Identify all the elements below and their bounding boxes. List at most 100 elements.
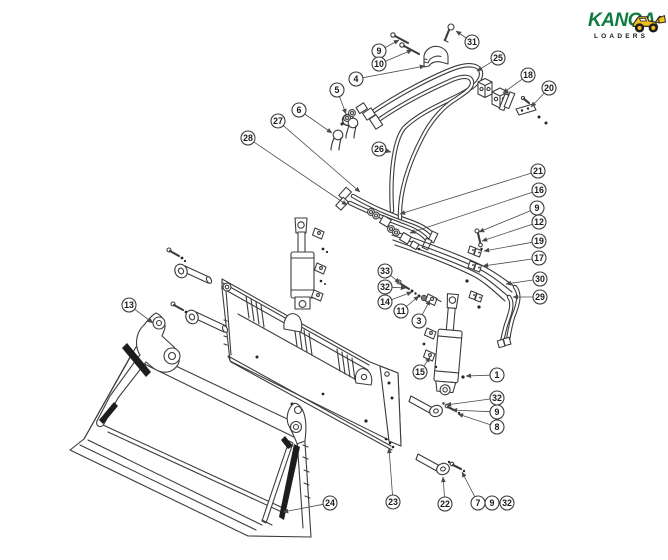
svg-text:13: 13 (124, 300, 134, 310)
kanga-logo: KANGA LOADERS (588, 10, 668, 40)
svg-text:4: 4 (354, 74, 359, 84)
svg-text:28: 28 (243, 133, 253, 143)
svg-text:11: 11 (396, 306, 405, 316)
callout-balloon-31: 31 (464, 34, 480, 50)
callout-balloon-33: 33 (377, 263, 393, 279)
hose-guard-bracket (423, 45, 449, 68)
leader-line (399, 172, 532, 215)
leader-line (476, 61, 493, 72)
callout-balloon-6: 6 (291, 102, 307, 118)
callout-balloon-1: 1 (489, 367, 505, 383)
callout-balloon-9: 9 (529, 200, 545, 216)
callout-balloon-28: 28 (240, 130, 256, 146)
leader-line (455, 30, 467, 39)
callout-balloon-20: 20 (541, 80, 557, 96)
svg-text:32: 32 (380, 282, 390, 292)
leader-line (505, 279, 534, 286)
callout-balloon-27: 27 (270, 113, 286, 129)
callout-balloon-10: 10 (371, 56, 387, 72)
svg-text:8: 8 (495, 422, 500, 432)
svg-text:18: 18 (523, 70, 533, 80)
leader-line (339, 96, 347, 115)
svg-text:23: 23 (388, 497, 398, 507)
leader-line (391, 291, 413, 300)
leader-line (283, 125, 361, 193)
callout-balloon-8: 8 (489, 419, 505, 435)
svg-text:27: 27 (273, 116, 283, 126)
svg-text:3: 3 (417, 316, 422, 326)
svg-text:9: 9 (535, 203, 540, 213)
leader-line (409, 191, 533, 234)
leader-line (362, 64, 426, 79)
svg-text:14: 14 (380, 297, 390, 307)
svg-text:16: 16 (534, 185, 544, 195)
leader-line (481, 223, 533, 242)
svg-text:32: 32 (502, 498, 512, 508)
svg-text:32: 32 (492, 393, 502, 403)
callout-balloon-9: 9 (489, 404, 505, 420)
cylinder-right (433, 293, 463, 396)
callout-balloon-17: 17 (531, 250, 547, 266)
hook-pin (443, 23, 455, 43)
svg-text:6: 6 (297, 105, 302, 115)
leader-line (445, 398, 491, 407)
leader-line (502, 78, 523, 94)
callout-balloon-9: 9 (371, 43, 387, 59)
svg-text:17: 17 (534, 253, 544, 263)
callout-balloon-11: 11 (393, 303, 409, 319)
callout-balloon-12: 12 (531, 214, 547, 230)
svg-text:30: 30 (535, 274, 545, 284)
svg-text:7: 7 (476, 498, 481, 508)
svg-text:29: 29 (535, 292, 545, 302)
leader-line (530, 92, 545, 108)
leader-line (384, 39, 400, 48)
callout-balloon-7: 7 (470, 495, 486, 511)
callout-balloon-29: 29 (532, 289, 548, 305)
callout-balloon-4: 4 (348, 71, 364, 87)
leader-line (457, 413, 491, 426)
svg-text:1: 1 (495, 370, 500, 380)
svg-text:9: 9 (495, 407, 500, 417)
clevis-pins-left (166, 247, 229, 333)
svg-text:10: 10 (374, 59, 384, 69)
leader-line (253, 141, 348, 206)
callout-balloon-21: 21 (530, 163, 546, 179)
callout-balloon-3: 3 (411, 313, 427, 329)
cylinder-left (290, 217, 329, 310)
bellcrank-left (96, 312, 181, 428)
svg-text:24: 24 (325, 498, 335, 508)
callout-balloon-23: 23 (385, 494, 401, 510)
backplate (221, 278, 402, 451)
svg-text:22: 22 (440, 499, 450, 509)
callout-balloon-9: 9 (484, 495, 500, 511)
svg-text:26: 26 (374, 144, 384, 154)
svg-text:33: 33 (380, 266, 390, 276)
callout-balloon-15: 15 (412, 364, 428, 380)
leader-line (390, 275, 401, 284)
callout-balloon-25: 25 (490, 50, 506, 66)
svg-text:15: 15 (415, 367, 425, 377)
svg-text:9: 9 (377, 46, 382, 56)
svg-text:21: 21 (533, 166, 543, 176)
callout-balloon-32: 32 (377, 279, 393, 295)
leader-line (451, 407, 491, 413)
svg-text:25: 25 (493, 53, 503, 63)
leader-line (391, 285, 407, 291)
callout-balloon-32: 32 (489, 390, 505, 406)
svg-text:12: 12 (534, 217, 544, 227)
loader-vehicle-icon (632, 15, 666, 33)
leader-line (465, 373, 491, 379)
leader-line (385, 49, 413, 62)
callout-balloon-19: 19 (531, 233, 547, 249)
leader-line (304, 113, 333, 134)
p-clips (330, 117, 359, 151)
cylinder-right-fittings (422, 327, 465, 379)
leader-line (406, 295, 420, 307)
callout-balloon-16: 16 (531, 182, 547, 198)
callout-balloon-32: 32 (499, 495, 515, 511)
svg-text:5: 5 (335, 85, 340, 95)
callout-balloon-13: 13 (121, 297, 137, 313)
callout-balloon-30: 30 (532, 271, 548, 287)
